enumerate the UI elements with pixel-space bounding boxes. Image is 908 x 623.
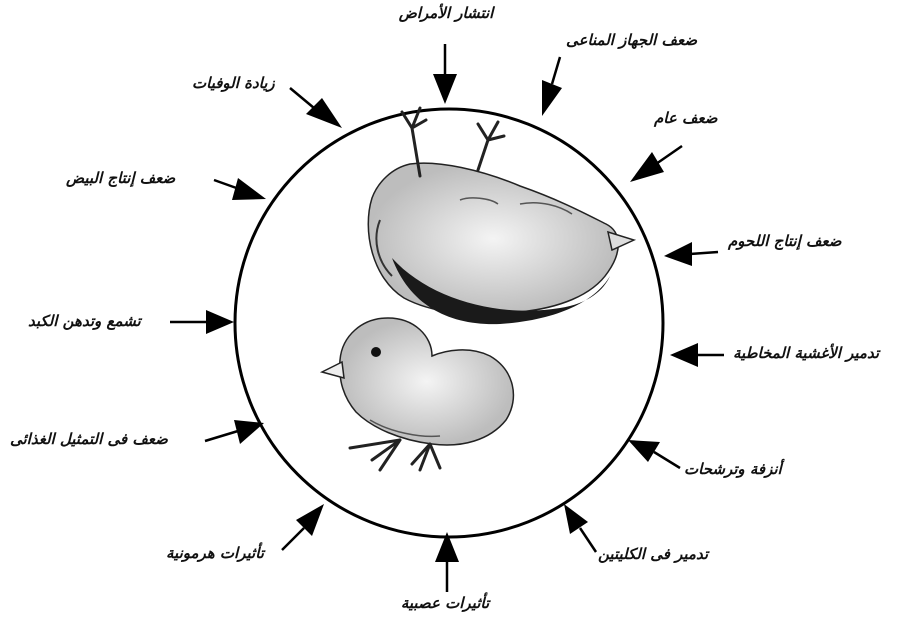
arrow-mortality [290, 88, 342, 128]
arrow-egg-weakness [214, 178, 266, 200]
label-mortality: زيادة الوفيات [192, 76, 275, 91]
arrow-general-weakness [630, 146, 682, 182]
label-immune-weakness: ضعف الجهاز المناعى [566, 33, 697, 48]
label-membrane-damage: تدمير الأغشية المخاطية [733, 346, 879, 361]
label-meat-weakness: ضعف إنتاج اللحوم [728, 234, 842, 249]
label-kidney-damage: تدمير فى الكليتين [598, 547, 708, 562]
arrow-membrane-damage [670, 343, 724, 367]
label-general-weakness: ضعف عام [654, 111, 718, 126]
arrow-immune-weakness [542, 57, 562, 116]
label-metabolism-weakness: ضعف فى التمثيل الغذائى [10, 432, 168, 447]
arrow-neuro-effects [435, 532, 459, 592]
label-fatty-liver: تشمع وتدهن الكبد [28, 314, 141, 329]
arrow-hormonal-effects [282, 504, 324, 550]
arrow-bleeding [628, 440, 680, 468]
label-neuro-effects: تأثيرات عصبية [380, 596, 510, 611]
arrow-metabolism-weakness [205, 420, 264, 444]
label-egg-weakness: ضعف إنتاج البيض [66, 171, 175, 186]
label-bleeding: أنزفة وترشحات [684, 462, 782, 477]
arrow-meat-weakness [664, 242, 718, 266]
arrow-kidney-damage [564, 504, 596, 552]
label-spread-diseases: انتشار الأمراض [386, 6, 506, 21]
arrow-fatty-liver [170, 310, 234, 334]
label-hormonal-effects: تأثيرات هرمونية [166, 546, 264, 561]
arrow-spread-diseases [433, 44, 457, 104]
